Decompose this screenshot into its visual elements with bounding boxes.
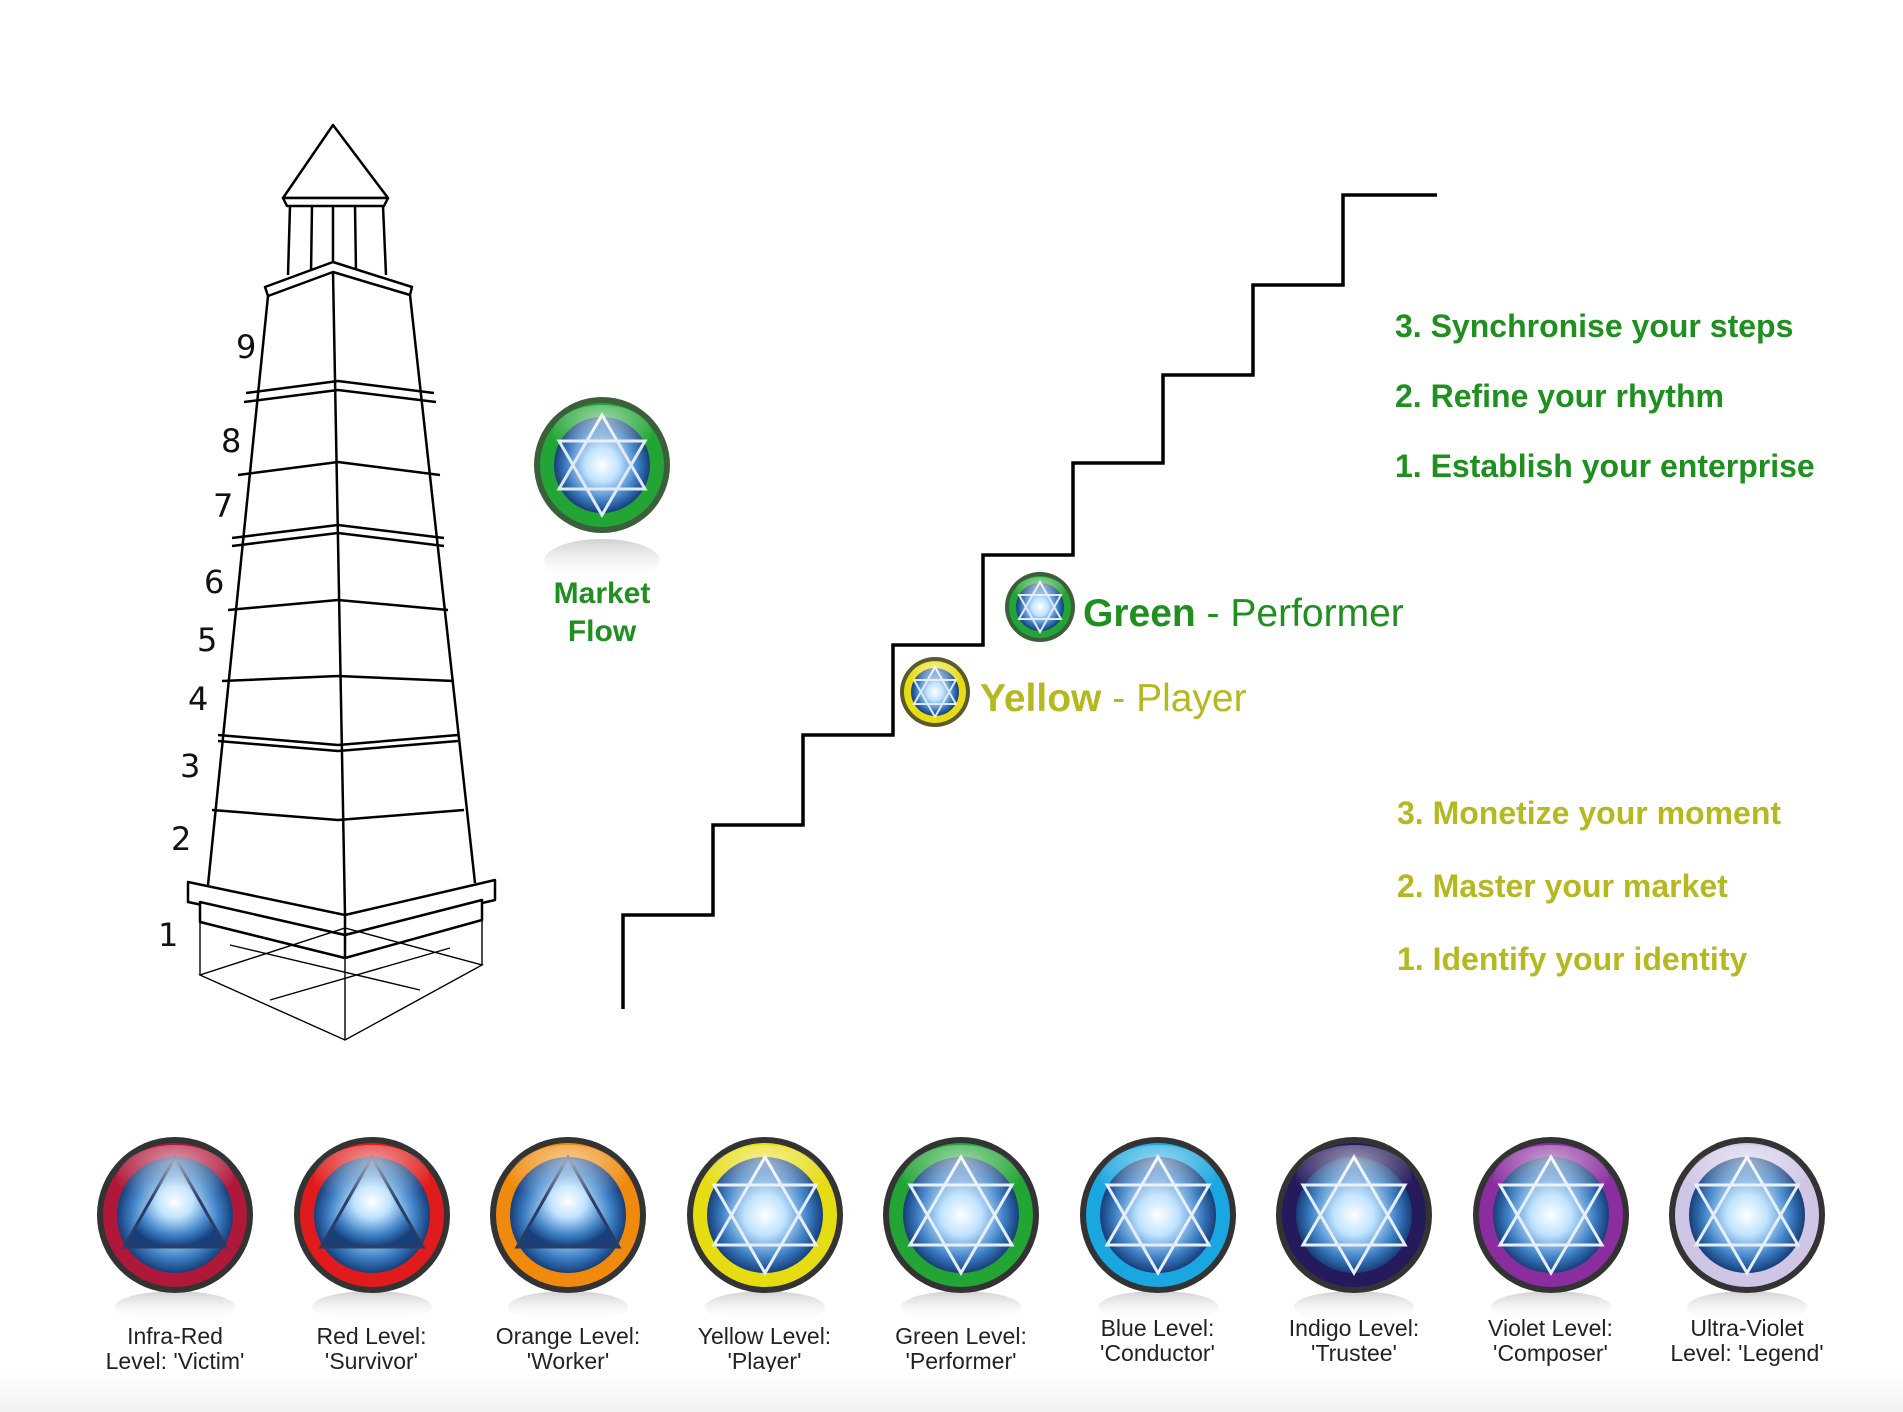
green-tier-role: Performer (1230, 592, 1404, 635)
level-caption-line1: Blue Level: (1100, 1315, 1215, 1341)
yellow-tier-role: Player (1136, 677, 1247, 720)
green-tier-name: Green (1083, 592, 1196, 635)
market-flow-label-line2: Flow (567, 615, 637, 648)
green-star-orb-icon (534, 397, 670, 583)
infra-red-orb-icon (97, 1137, 253, 1323)
level-caption-line1: Violet Level: (1488, 1315, 1613, 1341)
yellow-tier-label: Yellow - Player (980, 677, 1247, 721)
orange-orb-icon (490, 1137, 646, 1323)
green-step-1: 1. Establish your enterprise (1395, 448, 1815, 484)
level-caption-line2: Level: 'Victim' (105, 1348, 245, 1374)
yellow-step-1: 1. Identify your identity (1397, 941, 1748, 977)
floor-number-5: 5 (197, 621, 218, 659)
level-caption-line2: 'Conductor' (1100, 1340, 1215, 1366)
yellow-step-3: 3. Monetize your moment (1397, 795, 1782, 831)
floor-number-1: 1 (158, 916, 179, 954)
yellow-tier-separator: - (1101, 677, 1137, 720)
red-orb-icon (293, 1137, 450, 1323)
green-step-3: 3. Synchronise your steps (1395, 308, 1794, 344)
floor-number-7: 7 (213, 487, 234, 525)
yellow-star-orb-icon (900, 657, 970, 727)
level-caption-line2: Level: 'Legend' (1670, 1340, 1824, 1366)
bottom-fade (0, 1372, 1903, 1412)
floor-number-6: 6 (204, 563, 225, 601)
floor-number-8: 8 (221, 422, 242, 460)
green-step-2: 2. Refine your rhythm (1395, 378, 1724, 414)
market-flow-label-line1: Market (553, 577, 651, 610)
floor-number-9: 9 (236, 328, 257, 366)
level-caption-line1: Infra-Red (127, 1323, 223, 1349)
level-caption-line2: 'Composer' (1493, 1340, 1608, 1366)
yellow-orb-icon (686, 1137, 843, 1323)
level-caption-line2: 'Trustee' (1311, 1340, 1397, 1366)
level-caption-line2: 'Player' (727, 1348, 802, 1374)
ultra-violet-orb-icon (1669, 1137, 1825, 1323)
floor-number-4: 4 (188, 680, 209, 718)
level-caption-line1: Orange Level: (495, 1323, 641, 1349)
level-caption-line1: Green Level: (895, 1323, 1027, 1349)
level-caption-line2: 'Worker' (526, 1348, 610, 1374)
green-star-orb-icon (1005, 572, 1075, 642)
blue-orb-icon (1079, 1137, 1236, 1323)
level-caption-line2: 'Survivor' (324, 1348, 419, 1374)
level-caption-line1: Ultra-Violet (1690, 1315, 1804, 1341)
indigo-orb-icon (1276, 1137, 1432, 1323)
floor-number-2: 2 (171, 820, 192, 858)
level-caption-line2: 'Performer' (905, 1348, 1017, 1374)
violet-orb-icon (1472, 1137, 1629, 1323)
level-caption-line1: Red Level: (316, 1323, 427, 1349)
yellow-step-2: 2. Master your market (1397, 868, 1728, 904)
floor-number-3: 3 (180, 747, 201, 785)
green-tier-separator: - (1195, 592, 1231, 635)
green-orb-icon (883, 1137, 1039, 1323)
lighthouse-tower (186, 123, 497, 1041)
level-caption-line1: Yellow Level: (697, 1323, 832, 1349)
level-caption-line1: Indigo Level: (1288, 1315, 1420, 1341)
green-tier-label: Green - Performer (1083, 592, 1404, 636)
yellow-tier-name: Yellow (980, 677, 1102, 720)
